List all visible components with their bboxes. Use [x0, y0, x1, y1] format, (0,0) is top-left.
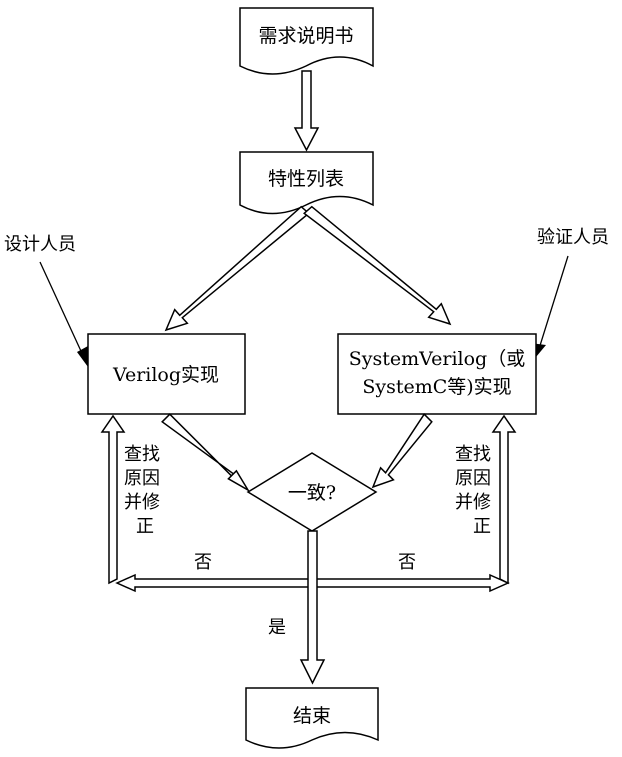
svg-text:并修: 并修 — [455, 492, 491, 513]
designer-pointer-head — [77, 346, 88, 367]
arrow-features-to-sv — [303, 205, 452, 326]
arrow-doc-to-features — [293, 70, 320, 152]
no-label-right: 否 — [398, 552, 416, 573]
requirements-doc-node: 需求说明书 — [239, 7, 374, 75]
svg-text:查找: 查找 — [455, 444, 491, 465]
arrow-features-to-verilog — [164, 205, 310, 332]
designer-pointer — [39, 261, 87, 363]
arrow-decision-to-end — [299, 530, 326, 685]
feedback-label-left: 查找 原因 并修 正 — [124, 444, 160, 537]
svg-text:正: 正 — [473, 516, 491, 537]
decision-node: 一致? — [246, 452, 378, 532]
svg-text:原因: 原因 — [124, 468, 160, 489]
arrow-sv-to-decision — [371, 413, 433, 489]
svg-text:查找: 查找 — [124, 444, 160, 465]
verifier-pointer — [537, 255, 569, 353]
end-label: 结束 — [293, 705, 331, 727]
sv-impl-node: SystemVerilog（或 SystemC等)实现 — [337, 333, 537, 415]
sv-impl-label-line2: SystemC等)实现 — [362, 376, 511, 398]
decision-label: 一致? — [288, 482, 336, 504]
svg-text:并修: 并修 — [124, 492, 160, 513]
feedback-label-right: 查找 原因 并修 正 — [455, 444, 491, 537]
no-label-left: 否 — [194, 552, 212, 573]
verilog-impl-node: Verilog实现 — [87, 333, 246, 415]
verilog-impl-label: Verilog实现 — [112, 364, 219, 386]
svg-text:原因: 原因 — [455, 468, 491, 489]
arrow-verilog-to-decision — [161, 413, 251, 493]
sv-impl-label-line1: SystemVerilog（或 — [349, 348, 525, 370]
feedback-arrow-left-shape — [100, 414, 126, 585]
end-node: 结束 — [245, 687, 379, 749]
verifier-label: 验证人员 — [537, 227, 609, 248]
svg-text:正: 正 — [136, 516, 154, 537]
yes-label: 是 — [268, 617, 286, 638]
feature-list-label: 特性列表 — [268, 168, 344, 190]
requirements-doc-label: 需求说明书 — [258, 25, 353, 47]
feature-list-node: 特性列表 — [239, 151, 374, 215]
feedback-arrow-right-shape — [491, 414, 517, 585]
designer-label: 设计人员 — [4, 234, 76, 255]
